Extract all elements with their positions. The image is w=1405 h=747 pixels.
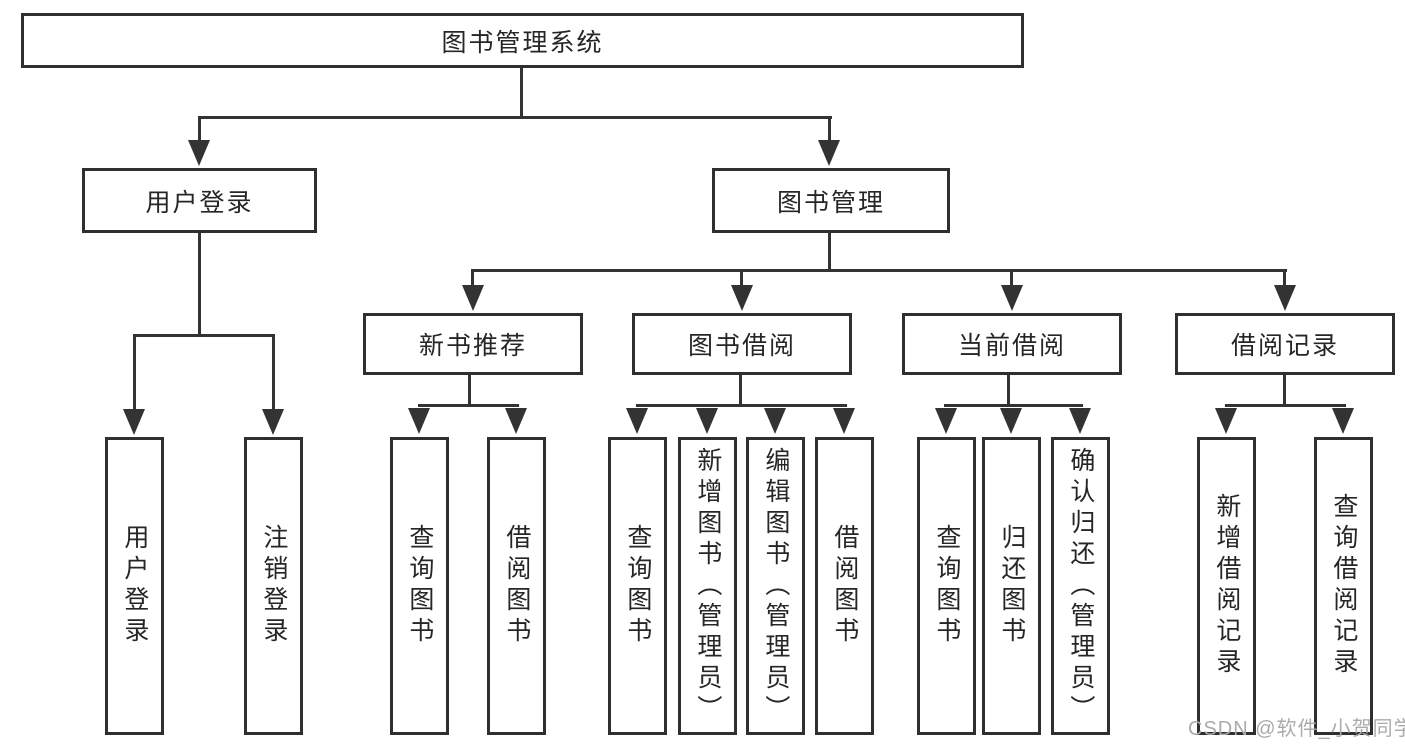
arrow-sec1-leaf1: [408, 408, 430, 434]
connector-user-login-hline: [133, 334, 275, 337]
node-user-login-label: 用户登录: [145, 188, 254, 217]
connector-sec1-hline: [418, 404, 519, 407]
leaf-borrow-book-label: 借阅图书: [830, 524, 859, 648]
connector-book-mgmt-stub-1: [471, 269, 474, 289]
arrow-sec2-leaf3: [764, 408, 786, 434]
arrow-sec3-leaf1: [935, 408, 957, 434]
leaf-borrow-book: 借阅图书: [815, 437, 874, 735]
connector-book-mgmt-vline: [828, 233, 831, 272]
connector-book-mgmt-stub-2: [740, 269, 743, 289]
connector-sec2-hline: [636, 404, 847, 407]
leaf-confirm-return-admin: 确认归还（管理员）: [1051, 437, 1110, 735]
node-book-mgmt-label: 图书管理: [776, 188, 885, 217]
leaf-return-book-label: 归还图书: [997, 524, 1026, 648]
connector-root-stub-right: [828, 116, 831, 144]
node-current-borrow: 当前借阅: [902, 313, 1122, 375]
connector-book-mgmt-hline: [471, 269, 1287, 272]
connector-sec3-hline: [944, 404, 1083, 407]
arrow-to-book-borrow: [731, 285, 753, 311]
leaf-add-borrow-record: 新增借阅记录: [1197, 437, 1256, 735]
leaf-borrow-books-recommend-label: 借阅图书: [502, 524, 531, 648]
arrow-to-borrow-records: [1274, 285, 1296, 311]
node-book-mgmt: 图书管理: [712, 168, 950, 233]
arrow-sec2-leaf4: [833, 408, 855, 434]
node-new-book-recommend-label: 新书推荐: [418, 332, 527, 360]
arrow-to-book-mgmt: [818, 140, 840, 166]
connector-root-stub-left: [198, 116, 201, 144]
arrow-sec4-leaf1: [1215, 408, 1237, 434]
leaf-borrow-books-recommend: 借阅图书: [487, 437, 546, 735]
connector-sec1-vline: [468, 375, 471, 407]
leaf-logout-label: 注销登录: [259, 524, 288, 648]
leaf-edit-book-admin-label: 编辑图书（管理员）: [761, 446, 790, 726]
arrow-to-new-book-recommend: [462, 285, 484, 311]
leaf-add-borrow-record-label: 新增借阅记录: [1212, 493, 1241, 679]
connector-book-mgmt-stub-4: [1283, 269, 1286, 289]
arrow-to-current-borrow: [1001, 285, 1023, 311]
node-user-login: 用户登录: [82, 168, 317, 233]
arrow-sec3-leaf3: [1069, 408, 1091, 434]
arrow-sec2-leaf2: [696, 408, 718, 434]
leaf-query-books-recommend: 查询图书: [390, 437, 449, 735]
leaf-query-books-recommend-label: 查询图书: [405, 524, 434, 648]
connector-sec4-vline: [1283, 375, 1286, 407]
arrow-to-leaf-user-login: [123, 409, 145, 435]
connector-book-mgmt-stub-3: [1010, 269, 1013, 289]
connector-sec2-vline: [739, 375, 742, 407]
leaf-query-books-borrow-label: 查询图书: [623, 524, 652, 648]
leaf-confirm-return-admin-label: 确认归还（管理员）: [1066, 446, 1095, 726]
leaf-user-login-label: 用户登录: [120, 524, 149, 648]
connector-user-login-vline: [198, 233, 201, 337]
arrow-sec3-leaf2: [1000, 408, 1022, 434]
connector-user-login-stub-right: [272, 334, 275, 414]
leaf-add-book-admin-label: 新增图书（管理员）: [693, 446, 722, 726]
connector-root-vline: [520, 68, 523, 118]
node-new-book-recommend: 新书推荐: [363, 313, 583, 375]
node-book-borrow-label: 图书借阅: [687, 332, 796, 360]
connector-user-login-stub-left: [133, 334, 136, 414]
connector-sec4-hline: [1225, 404, 1346, 407]
connector-sec3-vline: [1007, 375, 1010, 407]
node-borrow-records-label: 借阅记录: [1230, 332, 1339, 360]
csdn-watermark: CSDN @软件_小贺同学: [1188, 718, 1405, 740]
arrow-sec2-leaf1: [626, 408, 648, 434]
leaf-query-borrow-record-label: 查询借阅记录: [1329, 493, 1358, 679]
leaf-query-books-current: 查询图书: [917, 437, 976, 735]
leaf-user-login: 用户登录: [105, 437, 164, 735]
leaf-return-book: 归还图书: [982, 437, 1041, 735]
node-borrow-records: 借阅记录: [1175, 313, 1395, 375]
node-current-borrow-label: 当前借阅: [957, 332, 1066, 360]
node-book-borrow: 图书借阅: [632, 313, 852, 375]
node-root-label: 图书管理系统: [441, 28, 604, 57]
arrow-sec1-leaf2: [505, 408, 527, 434]
arrow-to-leaf-logout: [262, 409, 284, 435]
leaf-query-borrow-record: 查询借阅记录: [1314, 437, 1373, 735]
leaf-logout: 注销登录: [244, 437, 303, 735]
connector-root-hline: [198, 116, 832, 119]
arrow-sec4-leaf2: [1332, 408, 1354, 434]
leaf-query-books-current-label: 查询图书: [932, 524, 961, 648]
leaf-edit-book-admin: 编辑图书（管理员）: [746, 437, 805, 735]
leaf-add-book-admin: 新增图书（管理员）: [678, 437, 737, 735]
leaf-query-books-borrow: 查询图书: [608, 437, 667, 735]
arrow-to-user-login: [188, 140, 210, 166]
node-root: 图书管理系统: [21, 13, 1024, 68]
